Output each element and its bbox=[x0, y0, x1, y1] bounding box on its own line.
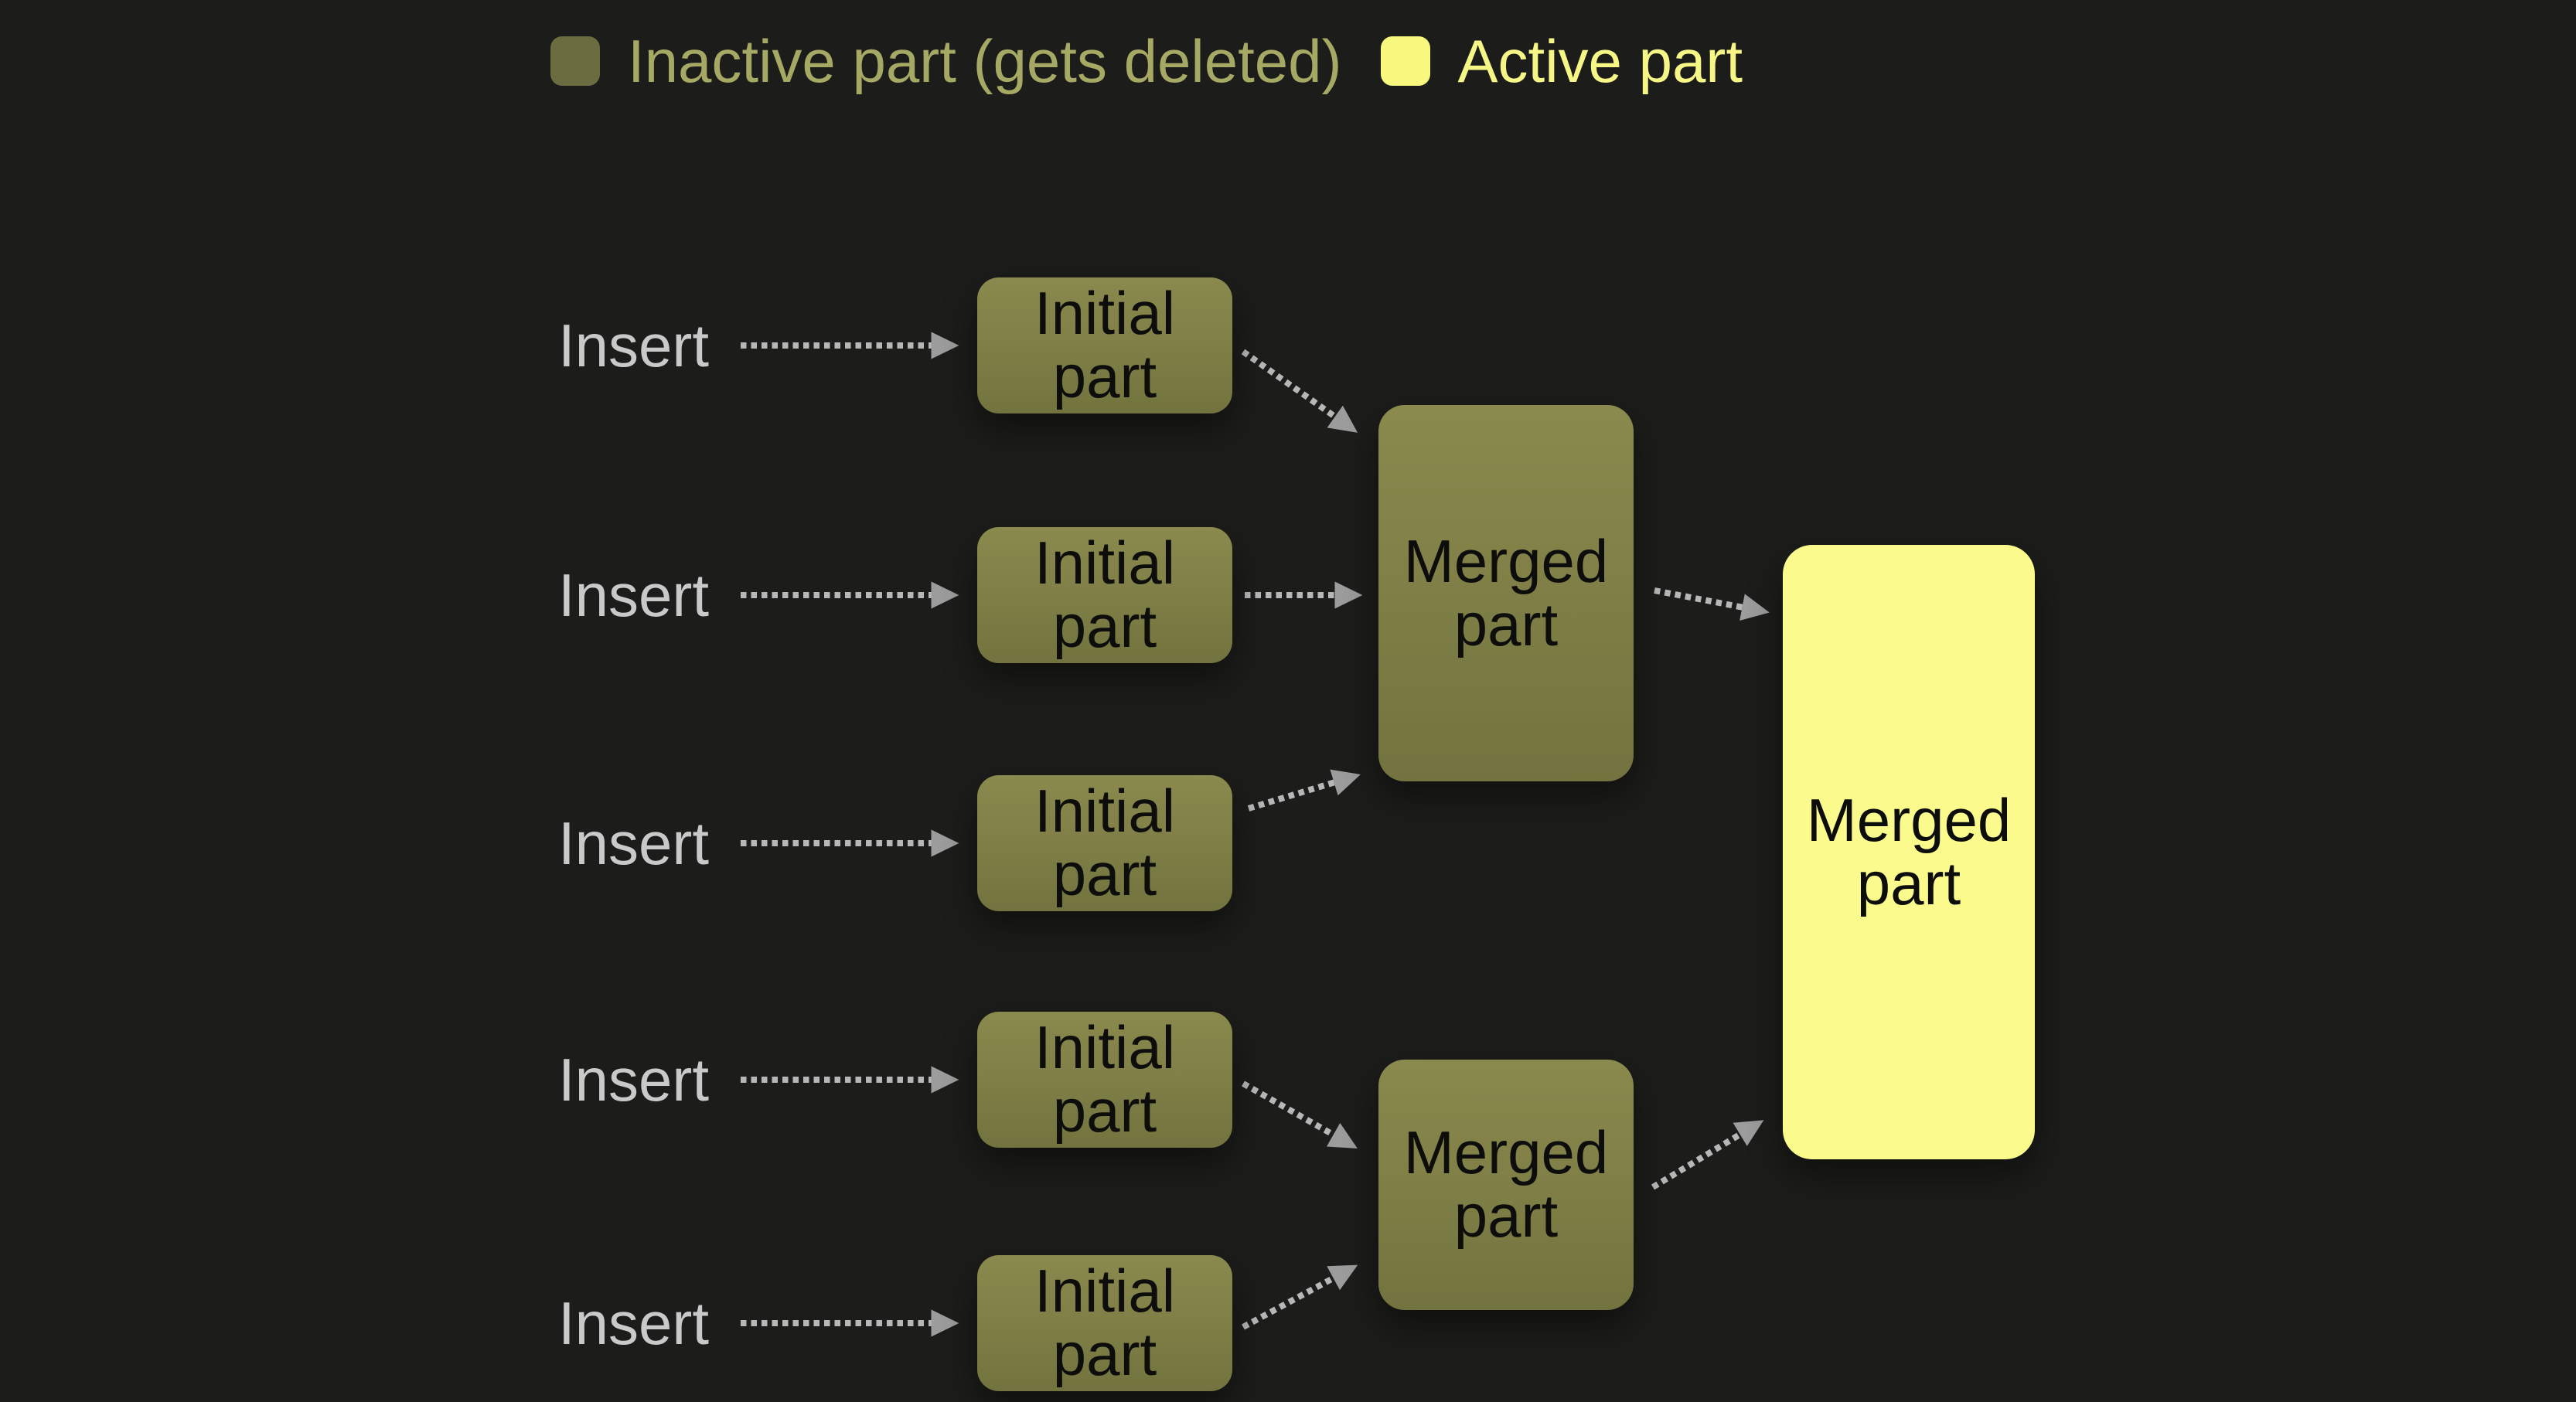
initial-part-node-2: Initial part bbox=[977, 527, 1232, 663]
legend-item-active: Active part bbox=[1380, 27, 1743, 95]
insert-label-4: Insert bbox=[558, 1046, 710, 1114]
insert-label-2: Insert bbox=[558, 561, 710, 629]
arrow-merged1-to-final bbox=[1654, 587, 1770, 621]
initial-part-node-1: Initial part bbox=[977, 277, 1232, 413]
node-label: Merged part bbox=[1806, 785, 2012, 917]
node-label: Initial part bbox=[1034, 777, 1176, 908]
inactive-part-swatch-icon bbox=[550, 36, 600, 86]
merged-part-node-final: Merged part bbox=[1783, 545, 2035, 1159]
arrow-merged2-to-final bbox=[1651, 1120, 1764, 1190]
insert-label-3: Insert bbox=[558, 809, 710, 877]
arrow-initial1-to-merged1 bbox=[1241, 349, 1358, 433]
initial-part-node-5: Initial part bbox=[977, 1255, 1232, 1391]
legend-label-inactive: Inactive part (gets deleted) bbox=[628, 27, 1342, 95]
node-label: Merged part bbox=[1403, 526, 1609, 658]
arrow-initial5-to-merged2 bbox=[1242, 1264, 1358, 1330]
legend-item-inactive: Inactive part (gets deleted) bbox=[550, 28, 1342, 94]
merged-part-node-1: Merged part bbox=[1378, 405, 1634, 781]
active-part-swatch-icon bbox=[1380, 36, 1430, 86]
legend-label-active: Active part bbox=[1457, 27, 1743, 95]
insert-label-5: Insert bbox=[558, 1289, 710, 1357]
arrow-initial3-to-merged1 bbox=[1247, 769, 1361, 812]
arrow-initial4-to-merged2 bbox=[1242, 1080, 1358, 1148]
initial-part-node-3: Initial part bbox=[977, 775, 1232, 911]
merged-part-node-2: Merged part bbox=[1378, 1060, 1634, 1310]
node-label: Initial part bbox=[1034, 1257, 1176, 1388]
insert-label-1: Insert bbox=[558, 311, 710, 379]
initial-part-node-4: Initial part bbox=[977, 1012, 1232, 1148]
legend: Inactive part (gets deleted) Active part bbox=[550, 26, 1743, 96]
node-label: Initial part bbox=[1034, 529, 1176, 660]
node-label: Initial part bbox=[1034, 279, 1176, 410]
node-label: Initial part bbox=[1034, 1013, 1176, 1145]
node-label: Merged part bbox=[1403, 1118, 1609, 1250]
